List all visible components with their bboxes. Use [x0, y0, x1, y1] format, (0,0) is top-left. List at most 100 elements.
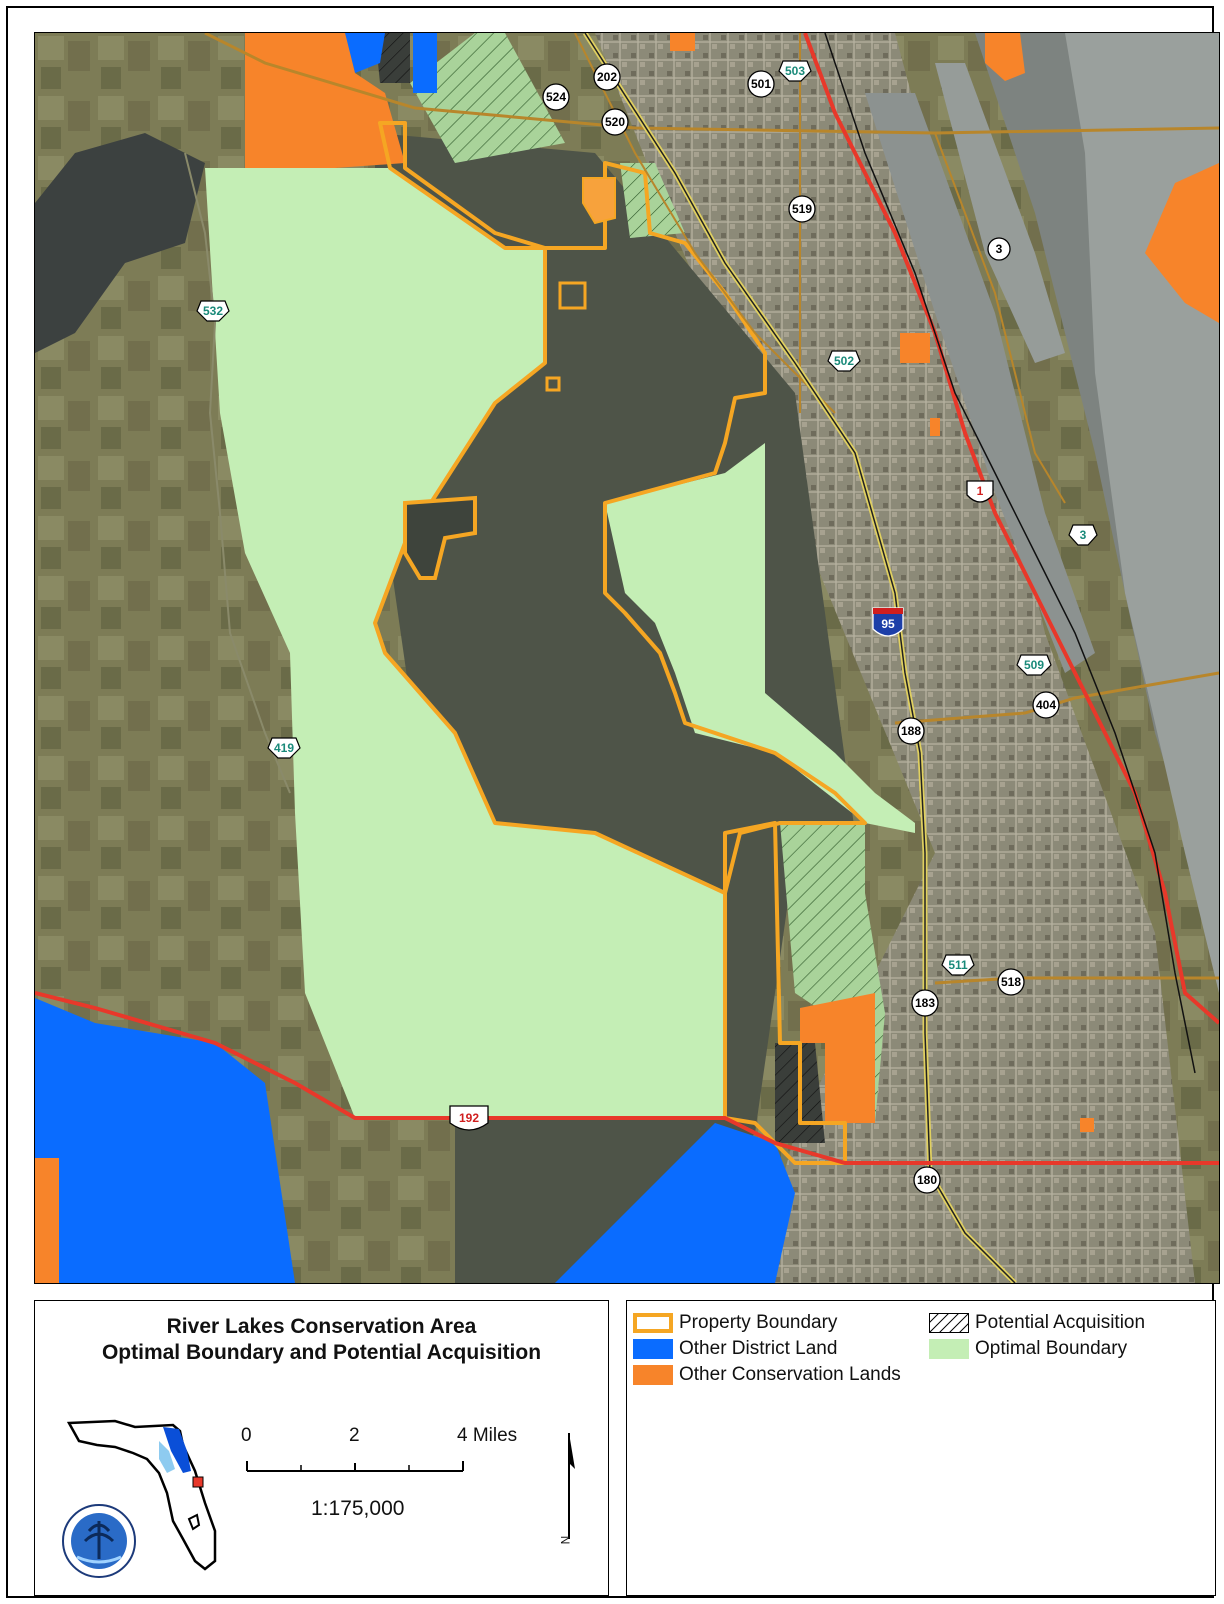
svg-text:202: 202 [597, 70, 617, 84]
svg-text:188: 188 [901, 724, 921, 738]
svg-text:180: 180 [917, 1173, 937, 1187]
lake-northwest [35, 133, 205, 353]
road-shield-us-192: 192 [449, 1105, 489, 1131]
svg-text:183: 183 [915, 996, 935, 1010]
road-shield-503: 503 [778, 60, 812, 82]
us-highway-192 [35, 991, 1219, 1165]
district-land-north-b [413, 33, 437, 93]
conservation-land-southwest [35, 1158, 59, 1283]
conservation-land-northeast [985, 33, 1025, 81]
legend-property-boundary: Property Boundary [633, 1311, 837, 1335]
legend-swatch-other-conservation-lands [633, 1365, 673, 1385]
us-highway-1 [803, 33, 1219, 1025]
svg-text:419: 419 [274, 741, 294, 755]
legend-other-conservation-lands: Other Conservation Lands [633, 1363, 901, 1387]
potential-acquisition-north-east [620, 163, 685, 238]
conservation-land-small-c [930, 418, 940, 436]
property-boundary-parcel-b [545, 376, 561, 392]
barrier-island [935, 63, 1065, 363]
map-subtitle: Optimal Boundary and Potential Acquisiti… [101, 1341, 542, 1364]
road-shield-509: 509 [1016, 654, 1052, 676]
road-shield-419: 419 [267, 737, 301, 759]
road-shield-524: 524 [542, 83, 570, 111]
svg-text:3: 3 [1080, 528, 1087, 542]
scale-bar [246, 1461, 464, 1472]
road-520 [204, 33, 1219, 135]
svg-text:532: 532 [203, 304, 223, 318]
road-shield-i-95: 95 [872, 607, 904, 637]
legend-other-district-land: Other District Land [633, 1337, 837, 1361]
conservation-land-small-a [900, 333, 930, 363]
scale-ratio: 1:175,000 [311, 1497, 405, 1520]
legend-optimal-boundary: Optimal Boundary [929, 1337, 1127, 1361]
road-shield-501: 501 [747, 70, 775, 98]
property-boundary-inholding [403, 495, 477, 580]
north-arrow-label: N [558, 1535, 573, 1545]
optimal-boundary-east [605, 443, 915, 833]
road-shield-518: 518 [997, 968, 1025, 996]
road-shield-519: 519 [788, 195, 816, 223]
aerial-map: 202 524 520 501 503 519 [35, 33, 1219, 1283]
district-land-southwest [35, 998, 295, 1283]
svg-text:192: 192 [459, 1111, 479, 1125]
road-532 [184, 152, 291, 794]
property-boundary-parcel-c [582, 177, 616, 225]
map-panel: 202 524 520 501 503 519 [34, 32, 1220, 1284]
svg-text:520: 520 [605, 115, 625, 129]
svg-text:503: 503 [785, 64, 805, 78]
legend-swatch-optimal-boundary [929, 1339, 969, 1359]
scale-tick-4: 4 Miles [457, 1425, 518, 1446]
road-shield-183: 183 [911, 989, 939, 1017]
road-shield-188: 188 [897, 717, 925, 745]
svg-text:509: 509 [1024, 658, 1044, 672]
road-shield-3-south: 3 [1068, 524, 1098, 546]
road-shield-511: 511 [941, 954, 975, 976]
legend-swatch-property-boundary [633, 1313, 673, 1333]
legend-swatch-potential-acquisition [929, 1313, 969, 1333]
title-panel: River Lakes Conservation Area Optimal Bo… [34, 1300, 609, 1596]
railroad [824, 33, 1196, 1074]
legend-panel: Property Boundary Other District Land Ot… [626, 1300, 1216, 1596]
road-shield-404: 404 [1032, 691, 1060, 719]
property-boundary-parcel-a [558, 281, 587, 310]
potential-acquisition-north [410, 33, 565, 163]
road-shield-180: 180 [913, 1166, 941, 1194]
road-shield-532: 532 [196, 300, 230, 322]
conservation-land-north [670, 33, 695, 51]
property-boundary-south [723, 821, 847, 1165]
optimal-boundary-west [205, 168, 725, 1118]
road-shield-3-north: 3 [987, 237, 1011, 261]
road-shield-us-1: 1 [966, 480, 994, 503]
river-water [865, 93, 1095, 673]
svg-text:404: 404 [1036, 698, 1056, 712]
svg-text:1: 1 [977, 484, 984, 498]
svg-text:524: 524 [546, 90, 566, 104]
svg-text:502: 502 [834, 354, 854, 368]
road-3 [934, 132, 1066, 504]
svg-text:518: 518 [1001, 975, 1021, 989]
district-land-south [555, 1123, 795, 1283]
svg-text:95: 95 [881, 617, 895, 631]
legend-potential-acquisition: Potential Acquisition [929, 1311, 1145, 1335]
svg-text:519: 519 [792, 202, 812, 216]
florida-locator-icon [62, 1419, 217, 1578]
conservation-land-east [1145, 163, 1219, 323]
scale-tick-2: 2 [349, 1425, 360, 1446]
road-shield-520: 520 [601, 108, 629, 136]
svg-text:501: 501 [751, 77, 771, 91]
conservation-land-small-b [1080, 1118, 1094, 1132]
road-shield-502: 502 [827, 350, 861, 372]
north-arrow-icon [568, 1433, 575, 1539]
property-boundary-main [373, 121, 867, 895]
svg-text:3: 3 [996, 242, 1003, 256]
map-title: River Lakes Conservation Area [166, 1315, 477, 1338]
potential-acquisition-top [375, 33, 410, 83]
conservation-land-northwest [245, 33, 405, 168]
legend-swatch-other-district-land [633, 1339, 673, 1359]
district-land-north-a [345, 33, 385, 73]
scale-tick-0: 0 [241, 1425, 252, 1446]
svg-text:511: 511 [948, 958, 968, 972]
map-sheet: 202 524 520 501 503 519 [6, 6, 1220, 1598]
conservation-land-south [800, 993, 875, 1123]
road-shield-202: 202 [593, 63, 621, 91]
